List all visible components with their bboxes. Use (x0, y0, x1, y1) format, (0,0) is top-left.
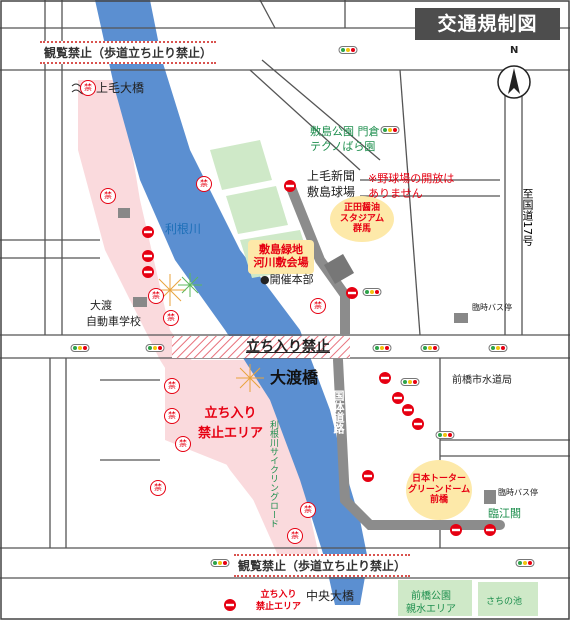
national-road-label: 至国道17号 (521, 188, 534, 246)
jomo-shimbun-label: 上毛新聞 (307, 169, 356, 183)
shoyu-stadium-venue: 正田醤油 スタジアム 群馬 (330, 196, 394, 242)
sachi-pond-label: さちの池 (486, 597, 523, 607)
no-entry-marker: 禁 (148, 288, 164, 304)
no-entry-marker: 禁 (163, 310, 179, 326)
map-title: 交通規制図 (415, 8, 560, 40)
top-no-viewing-banner: 観覧禁止（歩道立ち止り禁止） (40, 41, 217, 64)
kokutai-road-label: 国体道路 (332, 390, 345, 434)
no-entry-marker: 禁 (310, 298, 326, 314)
waterworks-label: 前橋市水道局 (452, 375, 512, 386)
no-entry-marker: 禁 (150, 480, 166, 496)
green-dome-venue: 日本トーター グリーンドーム 前橋 (406, 460, 472, 520)
park-gate-label: 敷島公園 門倉 (310, 125, 380, 138)
bus-stop-label-north: 臨時バス停 (472, 303, 512, 312)
north-compass-icon (497, 65, 531, 99)
no-entry-marker: 禁 (164, 378, 180, 394)
kamiketsu-bridge-label: 上毛大橋 (96, 81, 145, 95)
no-entry-marker: 禁 (287, 528, 303, 544)
no-entry-zone-east-bank (165, 360, 320, 560)
north-label: N (510, 45, 519, 56)
building-icon (133, 297, 147, 307)
tone-river (95, 0, 368, 605)
bottom-no-entry-area-label: 立ち入り 禁止エリア (256, 590, 302, 612)
bus-stop-label-south: 臨時バス停 (498, 488, 538, 497)
baseball-stadium-label: 敷島球場 (307, 185, 356, 199)
fireworks-icon (154, 273, 264, 392)
shikishima-riverside-venue: 敷島緑地 河川敷会場 (248, 240, 314, 274)
no-entry-zone-west (78, 80, 320, 560)
owatari-bridge-label: 大渡橋 (270, 368, 319, 387)
no-entry-area-label: 立ち入り 禁止エリア (198, 406, 264, 441)
owatari-school-label-2: 自動車学校 (86, 315, 141, 328)
owatari-school-label-1: 大渡 (90, 299, 112, 312)
cycling-road-label: 利根川サイクリングロード (268, 420, 278, 528)
bottom-no-viewing-banner: 観覧禁止（歩道立ち止り禁止） (234, 554, 411, 577)
maebashi-park-label: 前橋公園 親水エリア (406, 591, 456, 615)
no-entry-marker: 禁 (300, 502, 316, 518)
roads (0, 0, 570, 579)
tonegawa-label: 利根川 (165, 222, 202, 236)
building-icon (118, 208, 130, 218)
baseball-note: ※野球場の開放は ありません (368, 172, 455, 201)
chuo-bridge-label: 中央大橋 (306, 589, 355, 603)
bridge-hatch (172, 336, 350, 358)
rinkou-label: 臨江閣 (488, 507, 521, 520)
no-entry-marker: 禁 (196, 176, 212, 192)
traffic-signals (70, 46, 535, 567)
road-closed-signs (142, 180, 496, 611)
hq-label: ●開催本部 (260, 273, 314, 286)
bridge-no-entry-label: 立ち入り禁止 (246, 339, 330, 355)
no-entry-marker: 禁 (164, 408, 180, 424)
bus-stop-icon (454, 313, 468, 323)
no-entry-marker: 禁 (80, 80, 96, 96)
no-entry-marker: 禁 (175, 436, 191, 452)
techno-rose-garden-label: テクノばら園 (310, 140, 376, 153)
no-entry-marker: 禁 (100, 188, 116, 204)
building-icon (323, 253, 355, 285)
bus-stop-icon (484, 490, 496, 504)
